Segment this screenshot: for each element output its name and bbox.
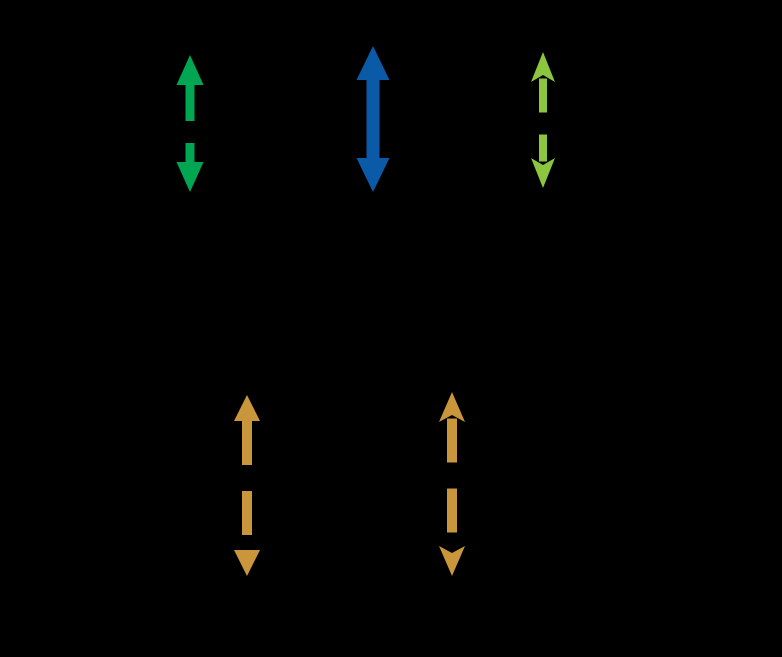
goldenrod-double-arrow-left (234, 395, 260, 576)
goldenrod-double-arrow-right-head-up (439, 392, 465, 422)
goldenrod-double-arrow-right (439, 392, 465, 576)
blue-double-arrow-head-up (356, 46, 390, 80)
blue-double-arrow-head-down (356, 158, 390, 192)
green-double-arrow-head-up (176, 55, 204, 85)
goldenrod-double-arrow-right-head-down (439, 546, 465, 576)
light-green-double-arrow (531, 52, 555, 188)
green-double-arrow (176, 55, 204, 192)
goldenrod-double-arrow-left-head-up (234, 395, 260, 421)
light-green-double-arrow-head-down (531, 158, 555, 188)
blue-double-arrow (356, 46, 390, 192)
green-double-arrow-head-down (176, 162, 204, 192)
goldenrod-double-arrow-left-head-down (234, 550, 260, 576)
light-green-double-arrow-head-up (531, 52, 555, 82)
